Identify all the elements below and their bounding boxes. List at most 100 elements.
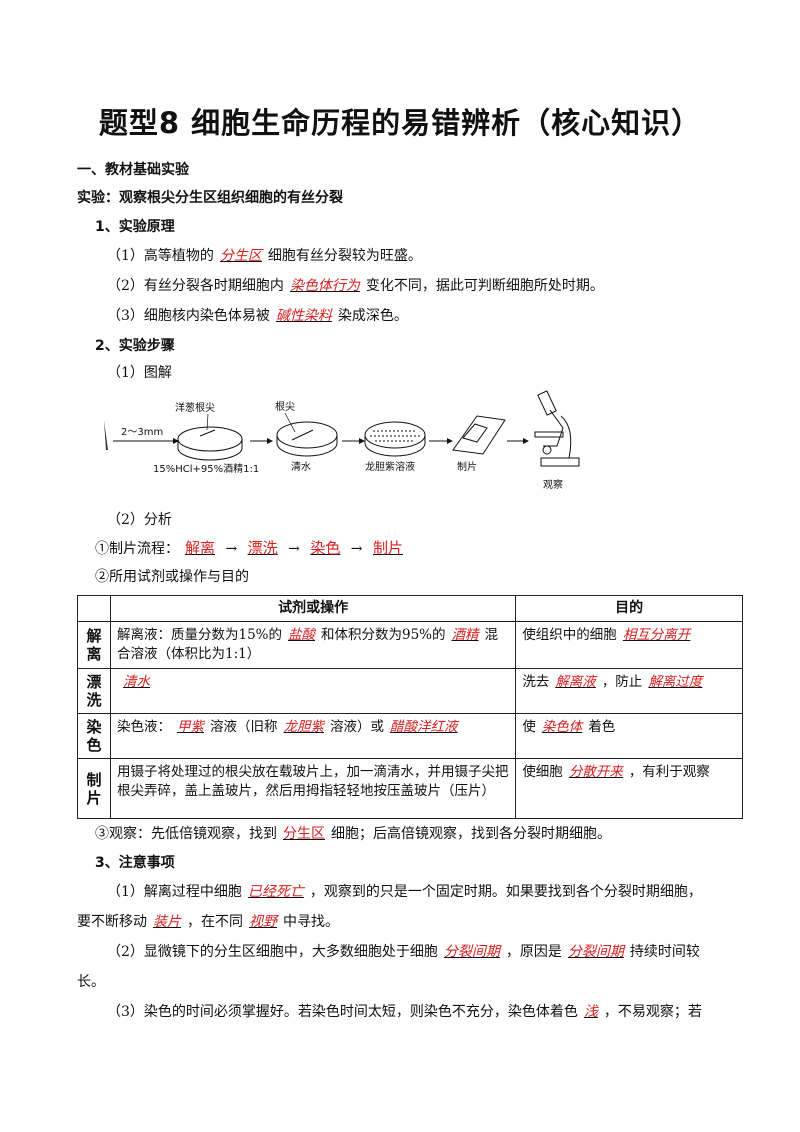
answer-blank: 装片 xyxy=(153,914,181,930)
row-heading: 制片 xyxy=(77,758,111,819)
text: 使组织中的细胞 xyxy=(522,627,617,643)
text: 溶液（旧称 xyxy=(209,719,278,735)
answer-blank: 解离过度 xyxy=(648,674,703,690)
answer-blank: 甲紫 xyxy=(176,719,204,735)
text: 和体积分数为95%的 xyxy=(321,627,446,643)
experiment-heading: 实验：观察根尖分生区组织细胞的有丝分裂 xyxy=(77,190,343,206)
onion-root-label: 洋葱根尖 xyxy=(175,401,215,414)
root-tip-label: 根尖 xyxy=(275,400,295,413)
purpose-cell: 洗去解离液，防止解离过度 xyxy=(515,668,743,714)
principle-heading: 1、实验原理 xyxy=(95,219,175,235)
arrow: → xyxy=(288,541,300,557)
table-header: 试剂或操作 xyxy=(109,595,517,622)
text: 中寻找。 xyxy=(283,914,339,930)
stain-dish-icon xyxy=(364,421,426,457)
text: ，观察到的只是一个固定时期。如果要找到各个分裂时期细胞， xyxy=(309,884,702,900)
answer-blank: 龙胆紫 xyxy=(283,719,324,735)
table-row: 解离解离液：质量分数为15%的盐酸和体积分数为95%的酒精混合溶液（体积比为1:… xyxy=(77,621,743,669)
text: （2）有丝分裂各时期细胞内 xyxy=(107,278,284,294)
arrow: → xyxy=(225,541,238,557)
note-2-line-1: （2）显微镜下的分生区细胞中，大多数细胞处于细胞分裂间期，原因是分裂间期持续时间… xyxy=(107,942,700,962)
procedure-diagram: 2～3mm 洋葱根尖 15%HCl+95%酒精1:1 根尖 清水 xyxy=(104,390,580,491)
row-heading: 漂洗 xyxy=(77,668,111,714)
table-row: 漂洗清水 洗去解离液，防止解离过度 xyxy=(77,668,743,714)
answer-blank: 醋酸洋红液 xyxy=(389,719,458,735)
text: 持续时间较 xyxy=(629,944,700,960)
row-heading: 解离 xyxy=(77,621,111,669)
note-1-line-2: 要不断移动装片 ，在不同视野中寻找。 xyxy=(77,912,339,932)
text: 细胞；后高倍镜观察，找到各分裂时期细胞。 xyxy=(331,826,611,842)
flow-step: 漂洗 xyxy=(247,539,278,557)
table-header-row: 试剂或操作 目的 xyxy=(77,595,743,622)
answer-blank: 染色体行为 xyxy=(289,278,360,294)
text: 使 xyxy=(522,719,536,735)
steps-heading: 2、实验步骤 xyxy=(95,338,175,354)
note-2-line-2: 长。 xyxy=(77,974,105,990)
note-3-line-1: （3）染色的时间必须掌握好。若染色时间太短，则染色不充分，染色体着色浅 ，不易观察… xyxy=(107,1002,702,1022)
answer-blank: 分散开来 xyxy=(568,764,623,780)
text: 溶液）或 xyxy=(329,719,384,735)
text: 着色 xyxy=(588,719,616,735)
reagent-table: 试剂或操作 目的 解离解离液：质量分数为15%的盐酸和体积分数为95%的酒精混合… xyxy=(77,595,743,819)
operation-cell: 清水 xyxy=(109,668,517,714)
stain-label: 龙胆紫溶液 xyxy=(365,460,415,473)
text: 用镊子将处理过的根尖放在载玻片上，加一滴清水，并用镊子尖把根尖弄碎，盖上盖玻片，… xyxy=(116,764,509,799)
table-header xyxy=(77,595,111,622)
text: 染成深色。 xyxy=(337,308,408,324)
answer-blank: 酒精 xyxy=(451,627,479,643)
principle-line-1: （1）高等植物的分生区细胞有丝分裂较为旺盛。 xyxy=(107,246,422,266)
table-row: 染色染色液：甲紫溶液（旧称龙胆紫溶液）或醋酸洋红液使染色体着色 xyxy=(77,713,743,759)
water-label: 清水 xyxy=(291,460,311,473)
diagram-label: （1）图解 xyxy=(107,365,172,381)
page-title: 题型8 细胞生命历程的易错辨析（核心知识） xyxy=(98,106,702,140)
answer-blank: 相互分离开 xyxy=(622,627,691,643)
notes-heading: 3、注意事项 xyxy=(95,855,175,871)
answer-blank: 视野 xyxy=(249,914,277,930)
operation-cell: 解离液：质量分数为15%的盐酸和体积分数为95%的酒精混合溶液（体积比为1:1） xyxy=(109,621,517,669)
answer-blank: 碱性染料 xyxy=(275,308,332,324)
row-heading: 染色 xyxy=(77,713,111,759)
text: 变化不同，据此可判断细胞所处时期。 xyxy=(365,278,604,294)
text: （2）显微镜下的分生区细胞中，大多数细胞处于细胞 xyxy=(107,944,438,960)
flow-step: 制片 xyxy=(372,539,403,557)
root-tip-icon xyxy=(104,420,108,450)
table-row: 制片用镊子将处理过的根尖放在载玻片上，加一滴清水，并用镊子尖把根尖弄碎，盖上盖玻… xyxy=(77,758,743,819)
length-label: 2～3mm xyxy=(121,427,163,438)
purpose-cell: 使染色体着色 xyxy=(515,713,743,759)
petri-dish-icon xyxy=(276,421,338,457)
text: ，不易观察；若 xyxy=(603,1004,702,1020)
flow-line: ①制片流程：解离 → 漂洗 → 染色 → 制片 xyxy=(95,538,409,559)
operation-cell: 用镊子将处理过的根尖放在载玻片上，加一滴清水，并用镊子尖把根尖弄碎，盖上盖玻片，… xyxy=(109,758,517,819)
observe-line: ③观察：先低倍镜观察，找到分生区细胞；后高倍镜观察，找到各分裂时期细胞。 xyxy=(95,824,611,844)
microscope-icon xyxy=(534,390,580,467)
text: 要不断移动 xyxy=(77,914,147,930)
text: 洗去 xyxy=(522,674,550,690)
table-header: 目的 xyxy=(515,595,743,622)
slide-icon xyxy=(452,415,506,455)
flow-step: 解离 xyxy=(185,539,216,557)
purpose-cell: 使组织中的细胞相互分离开 xyxy=(515,621,743,669)
petri-dish-icon xyxy=(177,426,243,461)
text: ，原因是 xyxy=(505,944,562,960)
answer-blank: 染色体 xyxy=(541,719,583,735)
text: ，有利于观察 xyxy=(628,764,710,780)
principle-line-3: （3）细胞核内染色体易被碱性染料染成深色。 xyxy=(107,306,408,326)
answer-blank: 清水 xyxy=(122,674,150,690)
text: 解离液：质量分数为15%的 xyxy=(116,627,282,643)
text: （3）染色的时间必须掌握好。若染色时间太短，则染色不充分，染色体着色 xyxy=(107,1004,578,1020)
text: （1）高等植物的 xyxy=(107,248,214,264)
text: ，防止 xyxy=(601,674,643,690)
text: ，在不同 xyxy=(187,914,243,930)
answer-blank: 分生区 xyxy=(219,248,262,264)
text: ③观察：先低倍镜观察，找到 xyxy=(95,826,277,842)
answer-blank: 分裂间期 xyxy=(567,944,624,960)
answer-blank: 浅 xyxy=(583,1004,598,1020)
arrow: → xyxy=(350,541,363,557)
operation-cell: 染色液：甲紫溶液（旧称龙胆紫溶液）或醋酸洋红液 xyxy=(109,713,517,759)
reagent-label: ②所用试剂或操作与目的 xyxy=(95,569,249,585)
analysis-label: （2）分析 xyxy=(107,512,172,528)
answer-blank: 已经死亡 xyxy=(247,884,304,900)
principle-line-2: （2）有丝分裂各时期细胞内染色体行为变化不同，据此可判断细胞所处时期。 xyxy=(107,276,604,296)
flow-step: 染色 xyxy=(310,539,341,557)
